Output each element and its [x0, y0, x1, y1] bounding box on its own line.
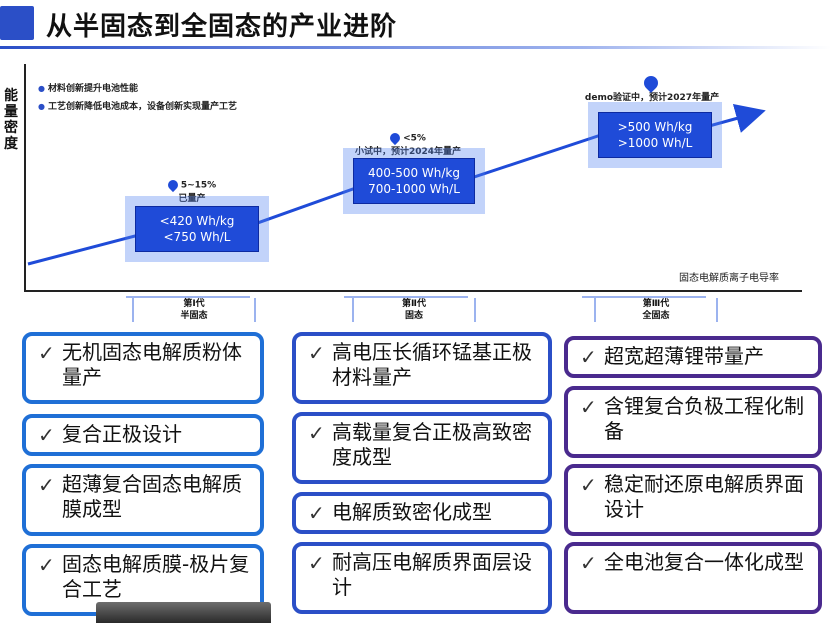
check-icon: ✓ [308, 341, 325, 365]
col-3-item-4-text: 全电池复合一体化成型 [604, 550, 804, 574]
col-3-item-2-text: 含锂复合负极工程化制备 [604, 394, 804, 443]
footer-device-graphic [96, 602, 271, 623]
stage-3-spec-volumetric: >1000 Wh/L [617, 136, 693, 150]
droplet-icon [165, 177, 180, 193]
col-1-item-2-text: 复合正极设计 [62, 422, 182, 446]
col-1-item-3: ✓ 超薄复合固态电解质膜成型 [22, 464, 264, 536]
col-3-item-1: ✓ 超宽超薄锂带量产 [564, 336, 822, 378]
stage-2-pct: <5% [403, 133, 426, 144]
generation-2-type: 固态 [404, 311, 423, 321]
stage-1-note: 5~15% 已量产 [148, 177, 236, 204]
check-icon: ✓ [580, 345, 597, 369]
stage-1-spec-box: <420 Wh/kg <750 Wh/L [135, 206, 259, 252]
stage-1-spec-volumetric: <750 Wh/L [163, 230, 231, 244]
generation-1-label: 第Ⅰ代 半固态 [132, 298, 256, 322]
stage-3-spec-box: >500 Wh/kg >1000 Wh/L [598, 112, 712, 158]
col-3-item-4: ✓ 全电池复合一体化成型 [564, 542, 822, 614]
col-2-item-3: ✓ 电解质致密化成型 [292, 492, 552, 534]
col-3-item-3-text: 稳定耐还原电解质界面设计 [604, 472, 804, 521]
generation-3-number: 第Ⅲ代 [642, 299, 670, 309]
col-3-item-2: ✓ 含锂复合负极工程化制备 [564, 386, 822, 458]
check-icon: ✓ [580, 473, 597, 497]
col-1-item-2: ✓ 复合正极设计 [22, 414, 264, 456]
stage-1-spec-gravimetric: <420 Wh/kg [159, 214, 235, 228]
check-icon: ✓ [308, 421, 325, 445]
stage-3-note: demo验证中，预计2027年量产 [582, 73, 722, 103]
bullet-process: 工艺创新降低电池成本，设备创新实现量产工艺 [38, 99, 237, 112]
page-title: 从半固态到全固态的产业进阶 [46, 12, 398, 42]
stage-3-status: demo验证中，预计2027年量产 [584, 93, 720, 103]
check-icon: ✓ [308, 501, 325, 525]
stage-2-spec-box: 400-500 Wh/kg 700-1000 Wh/L [353, 158, 475, 204]
stage-1-pct: 5~15% [180, 180, 217, 191]
col-2-item-4-text: 耐高压电解质界面层设计 [332, 550, 532, 599]
chart-axes [24, 64, 802, 292]
x-axis-label: 固态电解质离子电导率 [679, 273, 779, 284]
bullet-material: 材料创新提升电池性能 [38, 81, 138, 94]
check-icon: ✓ [38, 341, 55, 365]
col-2-item-1-text: 高电压长循环锰基正极材料量产 [332, 340, 532, 389]
col-3-item-1-text: 超宽超薄锂带量产 [604, 344, 764, 368]
col-1-item-3-text: 超薄复合固态电解质膜成型 [62, 472, 242, 521]
stage-2-spec-gravimetric: 400-500 Wh/kg [367, 166, 461, 180]
col-1-item-1-text: 无机固态电解质粉体量产 [62, 340, 242, 389]
stage-2-note: <5% 小试中，预计2024年量产 [338, 130, 478, 157]
generation-2-label: 第Ⅱ代 固态 [352, 298, 476, 322]
col-3-item-3: ✓ 稳定耐还原电解质界面设计 [564, 464, 822, 536]
gen-3-bar [582, 296, 706, 298]
check-icon: ✓ [580, 395, 597, 419]
check-icon: ✓ [38, 423, 55, 447]
y-axis-label: 能量密度 [4, 88, 18, 152]
col-1-item-4-text: 固态电解质膜-极片复合工艺 [62, 552, 250, 601]
title-rule [0, 46, 831, 49]
col-2-item-4: ✓ 耐高压电解质界面层设计 [292, 542, 552, 614]
check-icon: ✓ [38, 553, 55, 577]
generation-2-number: 第Ⅱ代 [402, 299, 426, 309]
title-accent [0, 6, 34, 40]
col-2-item-3-text: 电解质致密化成型 [332, 500, 492, 524]
col-2-item-2-text: 高载量复合正极高致密度成型 [332, 420, 532, 469]
check-icon: ✓ [580, 551, 597, 575]
droplet-icon [388, 130, 403, 146]
check-icon: ✓ [308, 551, 325, 575]
generation-1-type: 半固态 [180, 311, 208, 321]
col-1-item-1: ✓ 无机固态电解质粉体量产 [22, 332, 264, 404]
generation-3-label: 第Ⅲ代 全固态 [594, 298, 718, 322]
stage-2-spec-volumetric: 700-1000 Wh/L [368, 182, 460, 196]
stage-1-status: 已量产 [178, 193, 206, 204]
stage-2-status: 小试中，预计2024年量产 [354, 146, 462, 157]
col-2-item-2: ✓ 高载量复合正极高致密度成型 [292, 412, 552, 484]
generation-1-number: 第Ⅰ代 [183, 299, 205, 309]
generation-3-type: 全固态 [642, 311, 670, 321]
gen-2-bar [344, 296, 468, 298]
stage-3-spec-gravimetric: >500 Wh/kg [617, 120, 693, 134]
col-2-item-1: ✓ 高电压长循环锰基正极材料量产 [292, 332, 552, 404]
check-icon: ✓ [38, 473, 55, 497]
gen-1-bar [126, 296, 250, 298]
